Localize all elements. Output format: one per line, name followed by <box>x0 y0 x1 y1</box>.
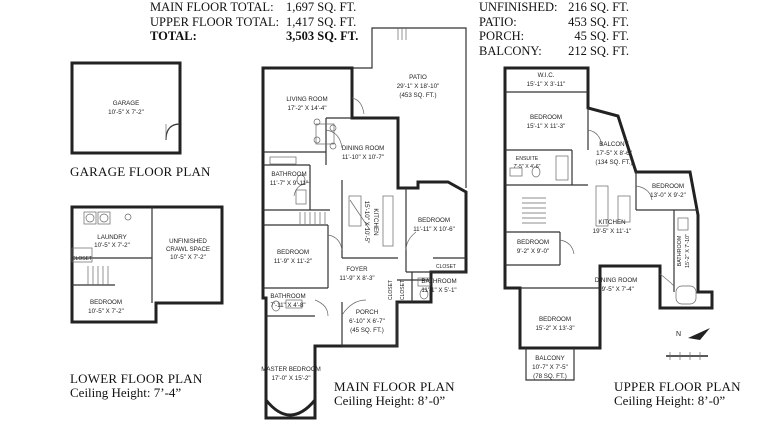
main-bath2-name: BATHROOM <box>421 278 456 285</box>
master-bedroom-dim: 17'-0" X 15'-2" <box>271 375 310 382</box>
upper-bedroom4-dim: 15'-2" X 13'-3" <box>535 325 574 332</box>
porch-name: PORCH <box>356 309 378 316</box>
main-total-value: 1,697 SQ. FT. <box>286 0 357 14</box>
balcony1-area: (134 SQ. FT.) <box>595 159 632 166</box>
foyer-dim: 11'-9" X 8'-3" <box>339 275 374 282</box>
patio-label: PATIO: <box>479 14 517 29</box>
balcony2-dim: 10'-7" X 7'-5" <box>532 364 568 371</box>
wic-dim: 15'-1" X 3'-11" <box>527 81 566 88</box>
laundry-dim: 10'-5" X 7'-2" <box>94 242 130 249</box>
main-closet2-name: CLOSET <box>400 280 406 300</box>
main-total-label: MAIN FLOOR TOTAL: <box>150 0 274 14</box>
upper-bedroom3-dim: 9'-2" X 9'-0" <box>517 248 549 255</box>
balcony1-dim: 17'-5" X 8'-6" <box>596 150 632 157</box>
main-plan-ceiling: Ceiling Height: 8’-0” <box>334 393 446 408</box>
porch-area: (45 SQ. FT.) <box>350 327 384 334</box>
main-bedroom1-dim: 11'-11" X 10'-6" <box>413 226 455 233</box>
grand-total-value: 3,503 SQ. FT. <box>286 29 359 43</box>
compass-letter: N <box>676 331 681 338</box>
lower-plan: LAUNDRY 10'-5" X 7'-2" UNFINISHED CRAWL … <box>70 205 224 324</box>
main-bedroom2-name: BEDROOM <box>277 249 309 256</box>
upper-bedroom2-name: BEDROOM <box>652 183 684 190</box>
unfinished-label: UNFINISHED: <box>479 0 558 14</box>
garage-plan-title: GARAGE FLOOR PLAN <box>70 164 211 179</box>
dining-room-dim: 11'-10" X 10'-7" <box>342 154 384 161</box>
main-closet1-name: CLOSET <box>436 264 456 270</box>
porch-value: 45 SQ. FT. <box>574 29 629 43</box>
upper-dining-dim: 19'-5" X 7'-4" <box>598 286 634 293</box>
upper-plan-ceiling: Ceiling Height: 8’-0” <box>614 393 726 408</box>
upper-kitchen-name: KITCHEN <box>598 219 625 226</box>
upper-bedroom3-name: BEDROOM <box>517 239 549 246</box>
porch-dim: 6'-10" X 6'-7" <box>349 318 385 325</box>
dining-room-name: DINING ROOM <box>342 145 385 152</box>
upper-bath-name: BATHROOM <box>677 235 683 266</box>
main-bath1-dim: 11'-7" X 9'-11" <box>270 180 308 187</box>
upper-plan: W.I.C. 15'-1" X 3'-11" BEDROOM 15'-1" X … <box>503 66 714 381</box>
upper-bath-dim: 15'-2" X 7'-10" <box>685 234 691 268</box>
compass: N <box>666 328 710 360</box>
patio-area: (453 SQ. FT.) <box>399 92 436 99</box>
balcony2-area: (78 SQ. FT.) <box>533 373 567 380</box>
main-closet3-name: CLOSET <box>388 280 394 300</box>
balcony1-name: BALCONY <box>599 141 629 148</box>
upper-kitchen-dim: 19'-5" X 11'-1" <box>593 228 632 235</box>
main-bath3-name: BATHROOM <box>270 293 305 300</box>
balcony-value: 212 SQ. FT. <box>568 43 629 58</box>
unfinished-value: 216 SQ. FT. <box>568 0 629 14</box>
foyer-name: FOYER <box>346 266 368 273</box>
patio-dim: 29'-1" X 18'-10" <box>397 83 440 90</box>
lower-bedroom-name: BEDROOM <box>90 299 122 306</box>
upper-bedroom1-name: BEDROOM <box>530 114 562 121</box>
lower-plan-ceiling: Ceiling Height: 7’-4” <box>70 385 182 400</box>
main-plan-title: MAIN FLOOR PLAN <box>334 379 455 394</box>
grand-total-label: TOTAL: <box>150 29 197 43</box>
balcony-label: BALCONY: <box>479 43 542 58</box>
upper-plan-title: UPPER FLOOR PLAN <box>614 379 741 394</box>
crawl-name-2: CRAWL SPACE <box>166 246 210 253</box>
balcony2-name: BALCONY <box>535 355 565 362</box>
lower-plan-title: LOWER FLOOR PLAN <box>70 371 203 386</box>
crawl-name-1: UNFINISHED <box>169 238 207 245</box>
ensuite-name: ENSUITE <box>516 156 539 162</box>
main-bedroom2-dim: 11'-9" X 11'-2" <box>274 258 312 265</box>
main-plan: LIVING ROOM 17'-2" X 14'-4" PATIO 29'-1"… <box>261 27 468 420</box>
totals-left: MAIN FLOOR TOTAL: 1,697 SQ. FT. UPPER FLO… <box>150 0 358 44</box>
living-room-name: LIVING ROOM <box>286 96 327 103</box>
crawl-dim: 10'-5" X 7'-2" <box>170 254 206 261</box>
main-bath3-dim: 7'-11" X 4'-8" <box>270 302 305 309</box>
main-kitchen-dim: 15'-10" X 10'-5" <box>363 201 370 244</box>
wic-name: W.I.C. <box>538 72 555 79</box>
garage-name: GARAGE <box>113 100 139 107</box>
living-room-dim: 17'-2" X 14'-4" <box>287 105 326 112</box>
upper-bedroom4-name: BEDROOM <box>539 316 571 323</box>
main-bath1-name: BATHROOM <box>271 171 306 178</box>
upper-bedroom2-dim: 13'-0" X 9'-2" <box>650 192 686 199</box>
ensuite-dim: 7'-5" X 4'-6" <box>513 164 540 170</box>
master-bedroom-name: MASTER BEDROOM <box>261 366 320 373</box>
lower-closet-name: CLOSET <box>72 256 92 262</box>
main-bath2-dim: 11'-1" X 5'-1" <box>421 287 456 294</box>
garage-plan: GARAGE 10'-5" X 7'-2" <box>70 61 182 155</box>
upper-total-label: UPPER FLOOR TOTAL: <box>150 14 280 29</box>
laundry-name: LAUNDRY <box>97 234 126 241</box>
garage-dim: 10'-5" X 7'-2" <box>108 109 144 116</box>
lower-bedroom-dim: 10'-5" X 7'-2" <box>88 308 124 315</box>
patio-value: 453 SQ. FT. <box>568 14 629 29</box>
upper-bedroom1-dim: 15'-1" X 11'-3" <box>527 123 566 130</box>
main-bedroom1-name: BEDROOM <box>418 217 450 224</box>
totals-right: UNFINISHED: 216 SQ. FT. PATIO: 453 SQ. FT.… <box>479 0 629 58</box>
compass-arrow-icon <box>688 328 710 340</box>
main-kitchen-name: KITCHEN <box>372 208 379 235</box>
upper-total-value: 1,417 SQ. FT. <box>286 14 357 29</box>
upper-dining-name: DINING ROOM <box>595 277 638 284</box>
patio-name: PATIO <box>409 74 427 81</box>
porch-label: PORCH: <box>479 29 525 43</box>
